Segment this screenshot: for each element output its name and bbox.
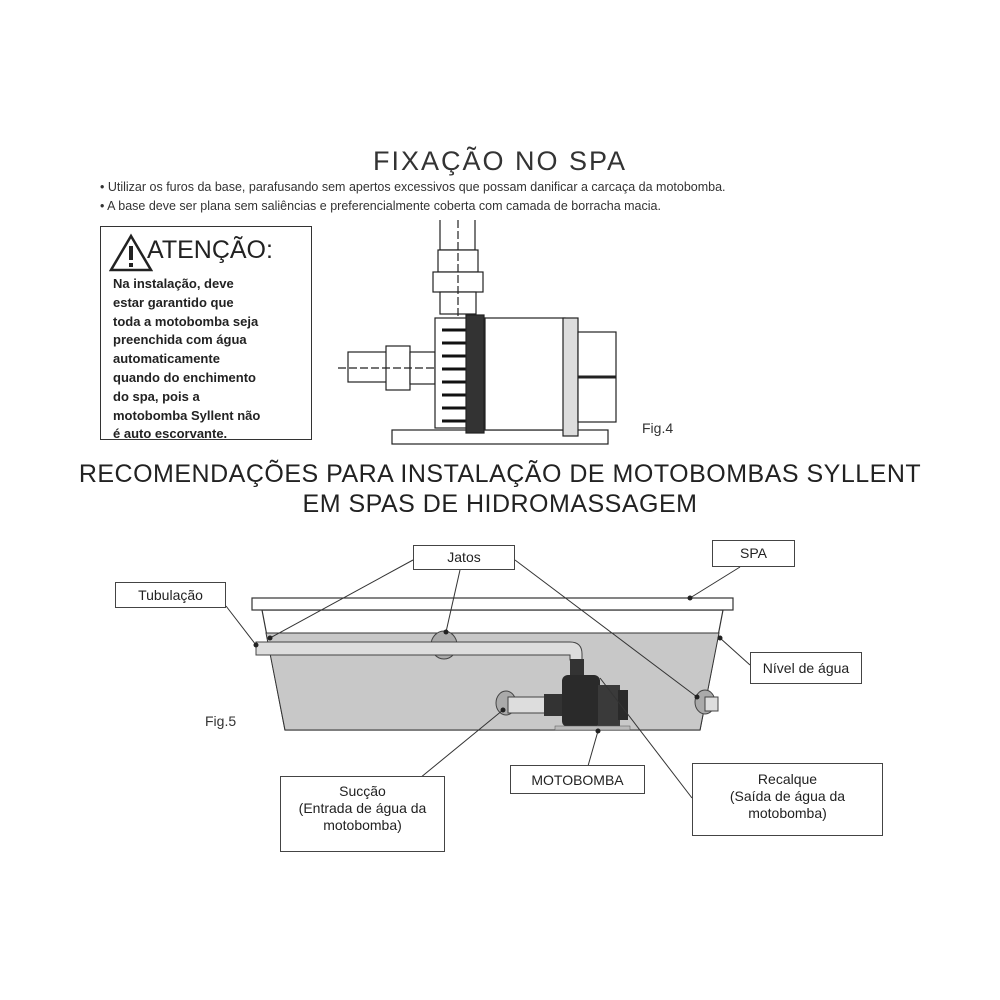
label-nivel-agua: Nível de água	[750, 652, 862, 684]
fig5-label: Fig.5	[205, 713, 237, 729]
recalque-desc-1: (Saída de água da	[729, 788, 846, 804]
warning-box: ATENÇÃO: Na instalação, deve estar garan…	[100, 226, 312, 441]
warning-line: Na instalação, deve	[113, 276, 234, 291]
label-tubulacao: Tubulação	[115, 582, 226, 608]
spa-rim	[251, 597, 734, 611]
warning-line: toda a motobomba seja	[113, 313, 259, 329]
label-motobomba: MOTOBOMBA	[510, 765, 645, 794]
section-title-fixacao: FIXAÇÃO NO SPA	[372, 146, 628, 176]
warning-line: estar garantido que	[113, 294, 234, 310]
warning-line: do spa, pois a	[113, 388, 200, 404]
label-recalque: Recalque (Saída de água da motobomba)	[692, 763, 883, 836]
succao-title: Sucção	[339, 783, 386, 799]
label-spa: SPA	[712, 540, 795, 567]
spa-tub	[261, 609, 724, 731]
water-area	[265, 632, 720, 731]
recalque-title: Recalque	[757, 771, 818, 787]
warning-title: ATENÇÃO:	[147, 236, 273, 264]
section-title-recomendacoes-1: RECOMENDAÇÕES PARA INSTALAÇÃO DE MOTOBOM…	[78, 460, 922, 488]
warning-text: Na instalação, deve estar garantido que …	[113, 275, 260, 444]
warning-triangle-icon	[109, 233, 153, 272]
warning-line: automaticamente	[113, 351, 220, 367]
warning-line: quando do enchimento	[113, 369, 256, 385]
succao-desc-2: motobomba)	[323, 817, 402, 833]
warning-line: é auto escorvante.	[113, 426, 228, 442]
pump-fig5	[554, 659, 631, 731]
bullet-2: • A base deve ser plana sem saliências e…	[100, 199, 661, 213]
fig4-label: Fig.4	[642, 420, 674, 436]
label-jatos: Jatos	[413, 545, 515, 570]
recalque-desc-2: motobomba)	[748, 805, 827, 821]
succao-desc-1: (Entrada de água da	[298, 800, 427, 816]
warning-line: preenchida com água	[113, 332, 247, 348]
recalque-pipe	[255, 641, 583, 661]
section-title-recomendacoes-2: EM SPAS DE HIDROMASSAGEM	[302, 490, 698, 518]
bullet-1: • Utilizar os furos da base, parafusando…	[100, 180, 726, 194]
warning-line: motobomba Syllent não	[113, 407, 261, 423]
label-succao: Sucção (Entrada de água da motobomba)	[280, 776, 445, 852]
